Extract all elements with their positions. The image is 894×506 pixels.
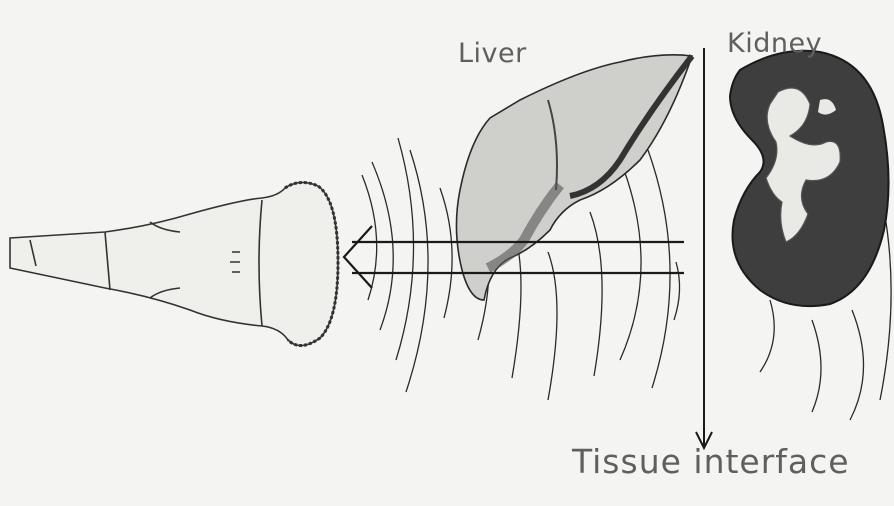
kidney-illustration: [730, 51, 889, 306]
tissue-interface-label: Tissue interface: [572, 442, 850, 481]
kidney-label: Kidney: [727, 28, 822, 59]
tissue-interface-line: [696, 48, 712, 448]
liver-label: Liver: [458, 38, 527, 69]
ultrasound-transducer: [10, 182, 338, 345]
